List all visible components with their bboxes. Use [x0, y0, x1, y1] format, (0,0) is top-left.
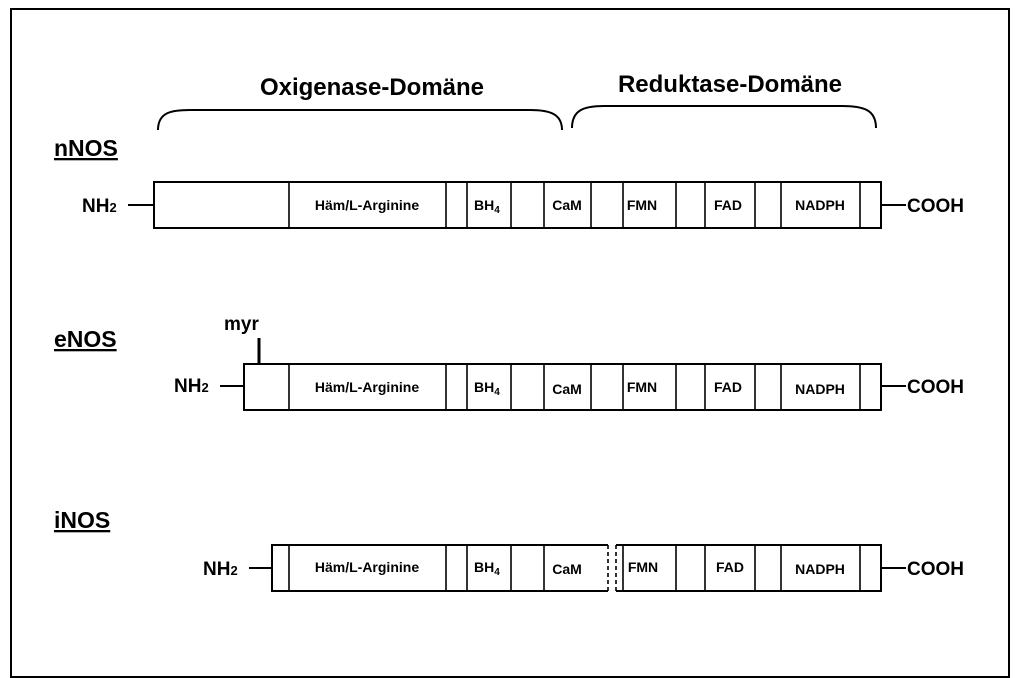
nnos-heme-domain: Häm/L-Arginine [315, 197, 419, 213]
reductase-brace [571, 105, 877, 129]
enos-cooh-terminal: COOH [907, 377, 964, 398]
enos-label: eNOS [54, 326, 117, 352]
nnos-label: nNOS [54, 135, 118, 161]
nnos-nh2-terminal: NH2 [82, 196, 117, 217]
inos-oxygenase-bar [271, 544, 608, 592]
nnos-fmn-domain: FMN [627, 197, 657, 213]
oxygenase-domain-label: Oxigenase-Domäne [260, 74, 484, 101]
inos-nh2-terminal: NH2 [203, 559, 238, 580]
reductase-domain-label: Reduktase-Domäne [618, 71, 842, 98]
inos-row: iNOS NH2 Häm/L-Arginine BH4 CaM FMN FAD … [54, 507, 964, 592]
enos-bh4-domain: BH4 [474, 379, 500, 398]
inos-cooh-terminal: COOH [907, 559, 964, 580]
nnos-nadph-domain: NADPH [795, 197, 845, 213]
enos-fmn-domain: FMN [627, 379, 657, 395]
enos-row: eNOS myr NH2 Häm/L-Arginine BH4 CaM FMN … [54, 314, 964, 411]
nnos-cooh-terminal: COOH [907, 196, 964, 217]
nnos-cam-domain: CaM [552, 197, 582, 213]
inos-nadph-domain: NADPH [795, 561, 845, 577]
nnos-fad-domain: FAD [714, 197, 742, 213]
inos-fmn-domain: FMN [628, 559, 658, 575]
inos-bh4-domain: BH4 [474, 559, 500, 578]
enos-cam-domain: CaM [552, 381, 582, 397]
enos-fad-domain: FAD [714, 379, 742, 395]
enos-heme-domain: Häm/L-Arginine [315, 379, 419, 395]
inos-heme-domain: Häm/L-Arginine [315, 559, 419, 575]
oxygenase-brace [157, 109, 563, 131]
inos-cam-domain: CaM [552, 561, 582, 577]
enos-nadph-domain: NADPH [795, 381, 845, 397]
enos-nh2-terminal: NH2 [174, 376, 209, 397]
inos-fad-domain: FAD [716, 559, 744, 575]
nnos-row: nNOS NH2 Häm/L-Arginine BH4 CaM FMN FAD … [54, 135, 964, 229]
nnos-protein-bar [153, 181, 882, 229]
inos-label: iNOS [54, 507, 110, 533]
nnos-bh4-domain: BH4 [474, 197, 500, 216]
myr-label: myr [224, 314, 259, 335]
